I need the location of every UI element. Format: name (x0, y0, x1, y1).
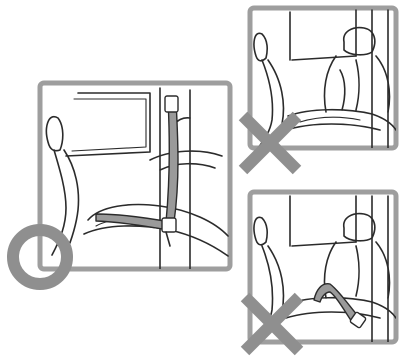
belt-buckle (162, 218, 176, 232)
belt-anchor (165, 96, 178, 112)
panel-incorrect-top (250, 8, 396, 148)
panel-incorrect-top-frame (250, 8, 396, 148)
